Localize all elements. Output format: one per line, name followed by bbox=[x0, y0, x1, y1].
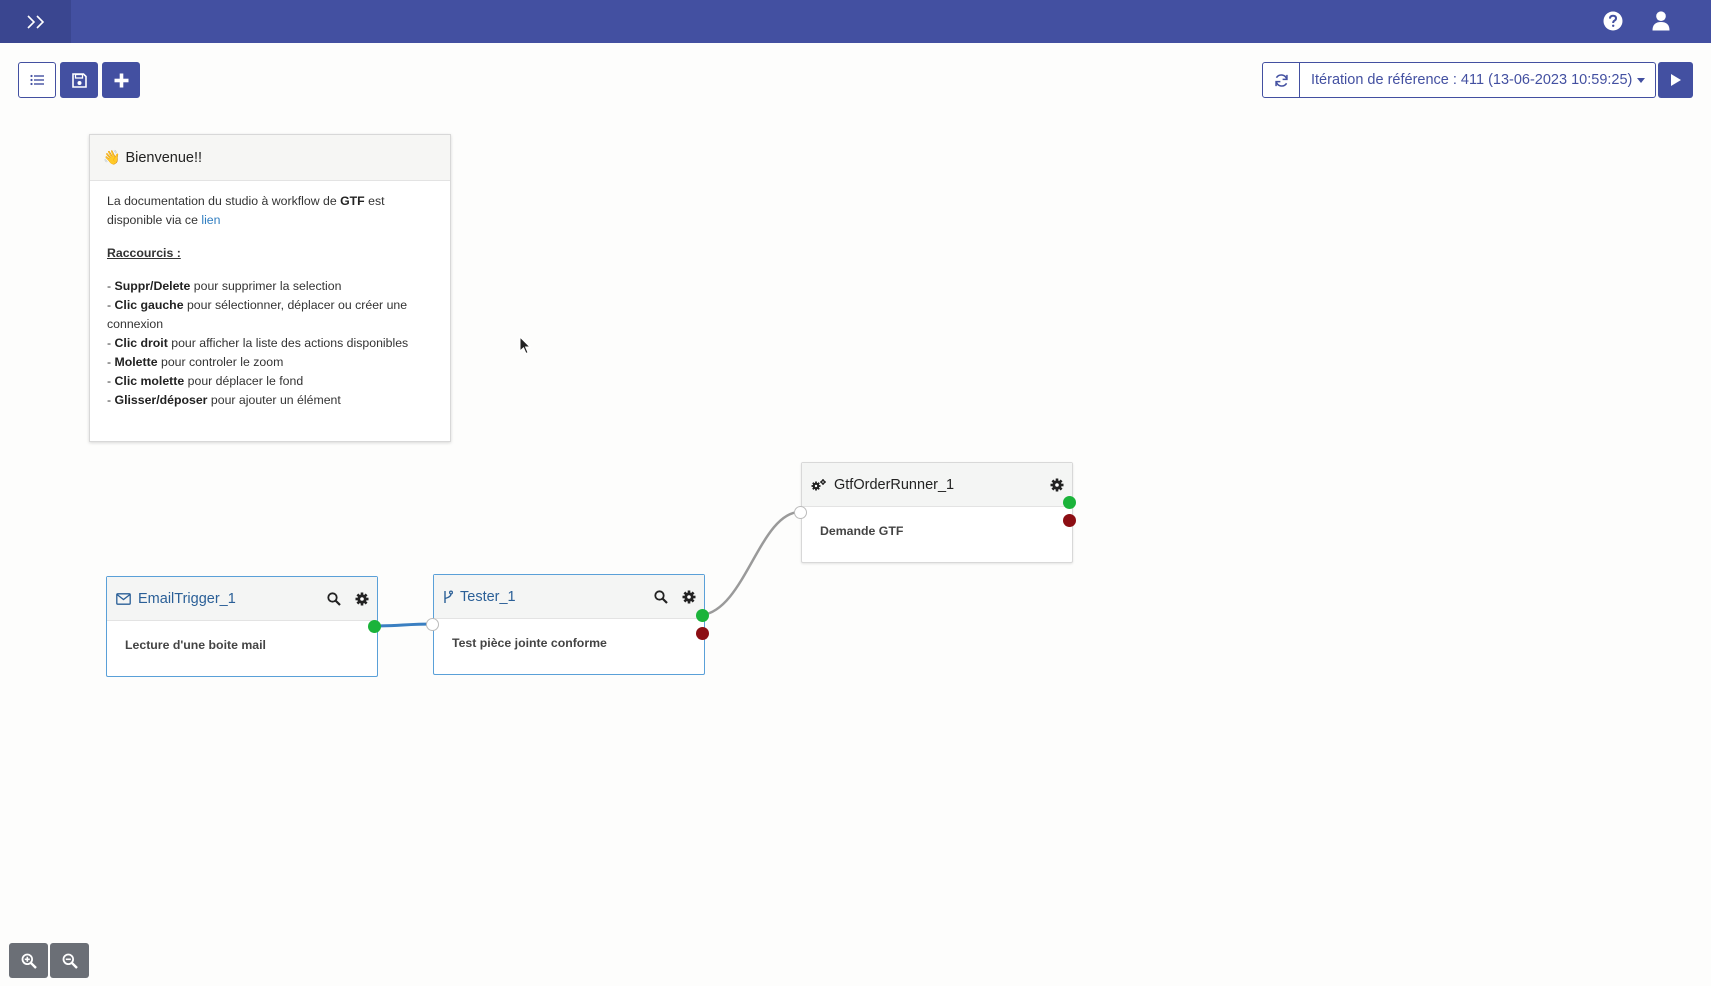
zoom-out-icon bbox=[62, 953, 78, 969]
node-settings-button[interactable] bbox=[676, 584, 702, 610]
node-inspect-button[interactable] bbox=[321, 586, 347, 612]
node-gtf-order-runner[interactable]: GtfOrderRunner_1 Demande GTF bbox=[801, 462, 1073, 563]
node-description: Demande GTF bbox=[820, 524, 904, 538]
floppy-disk-icon bbox=[71, 72, 87, 88]
shortcut-item: - Clic gauche pour sélectionner, déplace… bbox=[107, 298, 408, 331]
shortcut-item: - Suppr/Delete pour supprimer la selecti… bbox=[107, 279, 342, 293]
shortcut-item: - Molette pour controler le zoom bbox=[107, 355, 284, 369]
gear-icon bbox=[355, 592, 369, 605]
plus-icon bbox=[114, 73, 128, 87]
envelope-icon bbox=[116, 592, 131, 605]
link-tester-to-runner bbox=[701, 510, 801, 617]
run-workflow-button[interactable] bbox=[1658, 62, 1693, 98]
gear-icon bbox=[1050, 478, 1064, 491]
runner-output-port-success[interactable] bbox=[1063, 496, 1076, 509]
tester-output-port-error[interactable] bbox=[696, 627, 709, 640]
node-email-trigger[interactable]: EmailTrigger_1 Lecture d'une boite mail bbox=[106, 576, 378, 677]
reference-iteration-label: Itération de référence : 411 (13-06-2023… bbox=[1311, 72, 1633, 88]
welcome-header: 👋 Bienvenue!! bbox=[90, 135, 450, 181]
zoom-in-icon bbox=[21, 953, 37, 969]
iteration-selector-group: Itération de référence : 411 (13-06-2023… bbox=[1262, 62, 1657, 98]
waving-hand-icon: 👋 bbox=[103, 149, 121, 165]
tester-output-port-success[interactable] bbox=[696, 609, 709, 622]
link-email-to-tester bbox=[373, 622, 433, 628]
shortcuts-title: Raccourcis : bbox=[107, 246, 181, 260]
welcome-body: La documentation du studio à workflow de… bbox=[90, 181, 450, 410]
node-tester[interactable]: Tester_1 Test pièce jointe conforme bbox=[433, 574, 705, 675]
play-icon bbox=[1670, 74, 1681, 86]
user-menu-button[interactable] bbox=[1648, 8, 1674, 34]
code-branch-icon bbox=[444, 590, 453, 603]
user-icon bbox=[1652, 11, 1670, 31]
list-icon bbox=[30, 74, 44, 86]
welcome-title: Bienvenue!! bbox=[125, 149, 203, 166]
node-inspect-button[interactable] bbox=[648, 584, 674, 610]
question-circle-icon bbox=[1603, 11, 1623, 31]
zoom-out-button[interactable] bbox=[50, 943, 89, 978]
runner-input-port[interactable] bbox=[794, 506, 807, 519]
node-settings-button[interactable] bbox=[349, 586, 375, 612]
double-chevron-right-icon bbox=[26, 14, 44, 29]
cogs-icon bbox=[811, 478, 826, 490]
shortcut-item: - Clic molette pour déplacer le fond bbox=[107, 374, 304, 388]
search-icon bbox=[327, 591, 341, 606]
add-element-button[interactable] bbox=[102, 62, 140, 98]
welcome-panel: 👋 Bienvenue!! La documentation du studio… bbox=[89, 134, 451, 442]
node-description: Test pièce jointe conforme bbox=[452, 636, 607, 650]
node-title: EmailTrigger_1 bbox=[138, 590, 236, 607]
refresh-iterations-button[interactable] bbox=[1262, 62, 1300, 98]
top-navbar bbox=[0, 0, 1711, 43]
node-title: GtfOrderRunner_1 bbox=[834, 476, 955, 493]
caret-down-icon bbox=[1637, 77, 1646, 83]
zoom-in-button[interactable] bbox=[9, 943, 48, 978]
help-button[interactable] bbox=[1600, 8, 1626, 34]
email-output-port-success[interactable] bbox=[368, 620, 381, 633]
refresh-icon bbox=[1274, 73, 1288, 87]
list-button[interactable] bbox=[18, 62, 56, 98]
search-icon bbox=[654, 589, 668, 604]
shortcut-item: - Glisser/déposer pour ajouter un élémen… bbox=[107, 393, 341, 407]
node-title: Tester_1 bbox=[460, 588, 516, 605]
documentation-link[interactable]: lien bbox=[201, 213, 221, 227]
tester-input-port[interactable] bbox=[426, 618, 439, 631]
shortcut-item: - Clic droit pour afficher la liste des … bbox=[107, 336, 409, 350]
reference-iteration-dropdown[interactable]: Itération de référence : 411 (13-06-2023… bbox=[1300, 62, 1657, 98]
runner-output-port-error[interactable] bbox=[1063, 514, 1076, 527]
sidebar-toggle-button[interactable] bbox=[0, 0, 71, 43]
save-button[interactable] bbox=[60, 62, 98, 98]
welcome-intro: La documentation du studio à workflow de… bbox=[107, 194, 385, 227]
node-settings-button[interactable] bbox=[1044, 472, 1070, 498]
mouse-cursor-icon bbox=[519, 336, 531, 355]
node-description: Lecture d'une boite mail bbox=[125, 638, 266, 652]
gear-icon bbox=[682, 590, 696, 603]
